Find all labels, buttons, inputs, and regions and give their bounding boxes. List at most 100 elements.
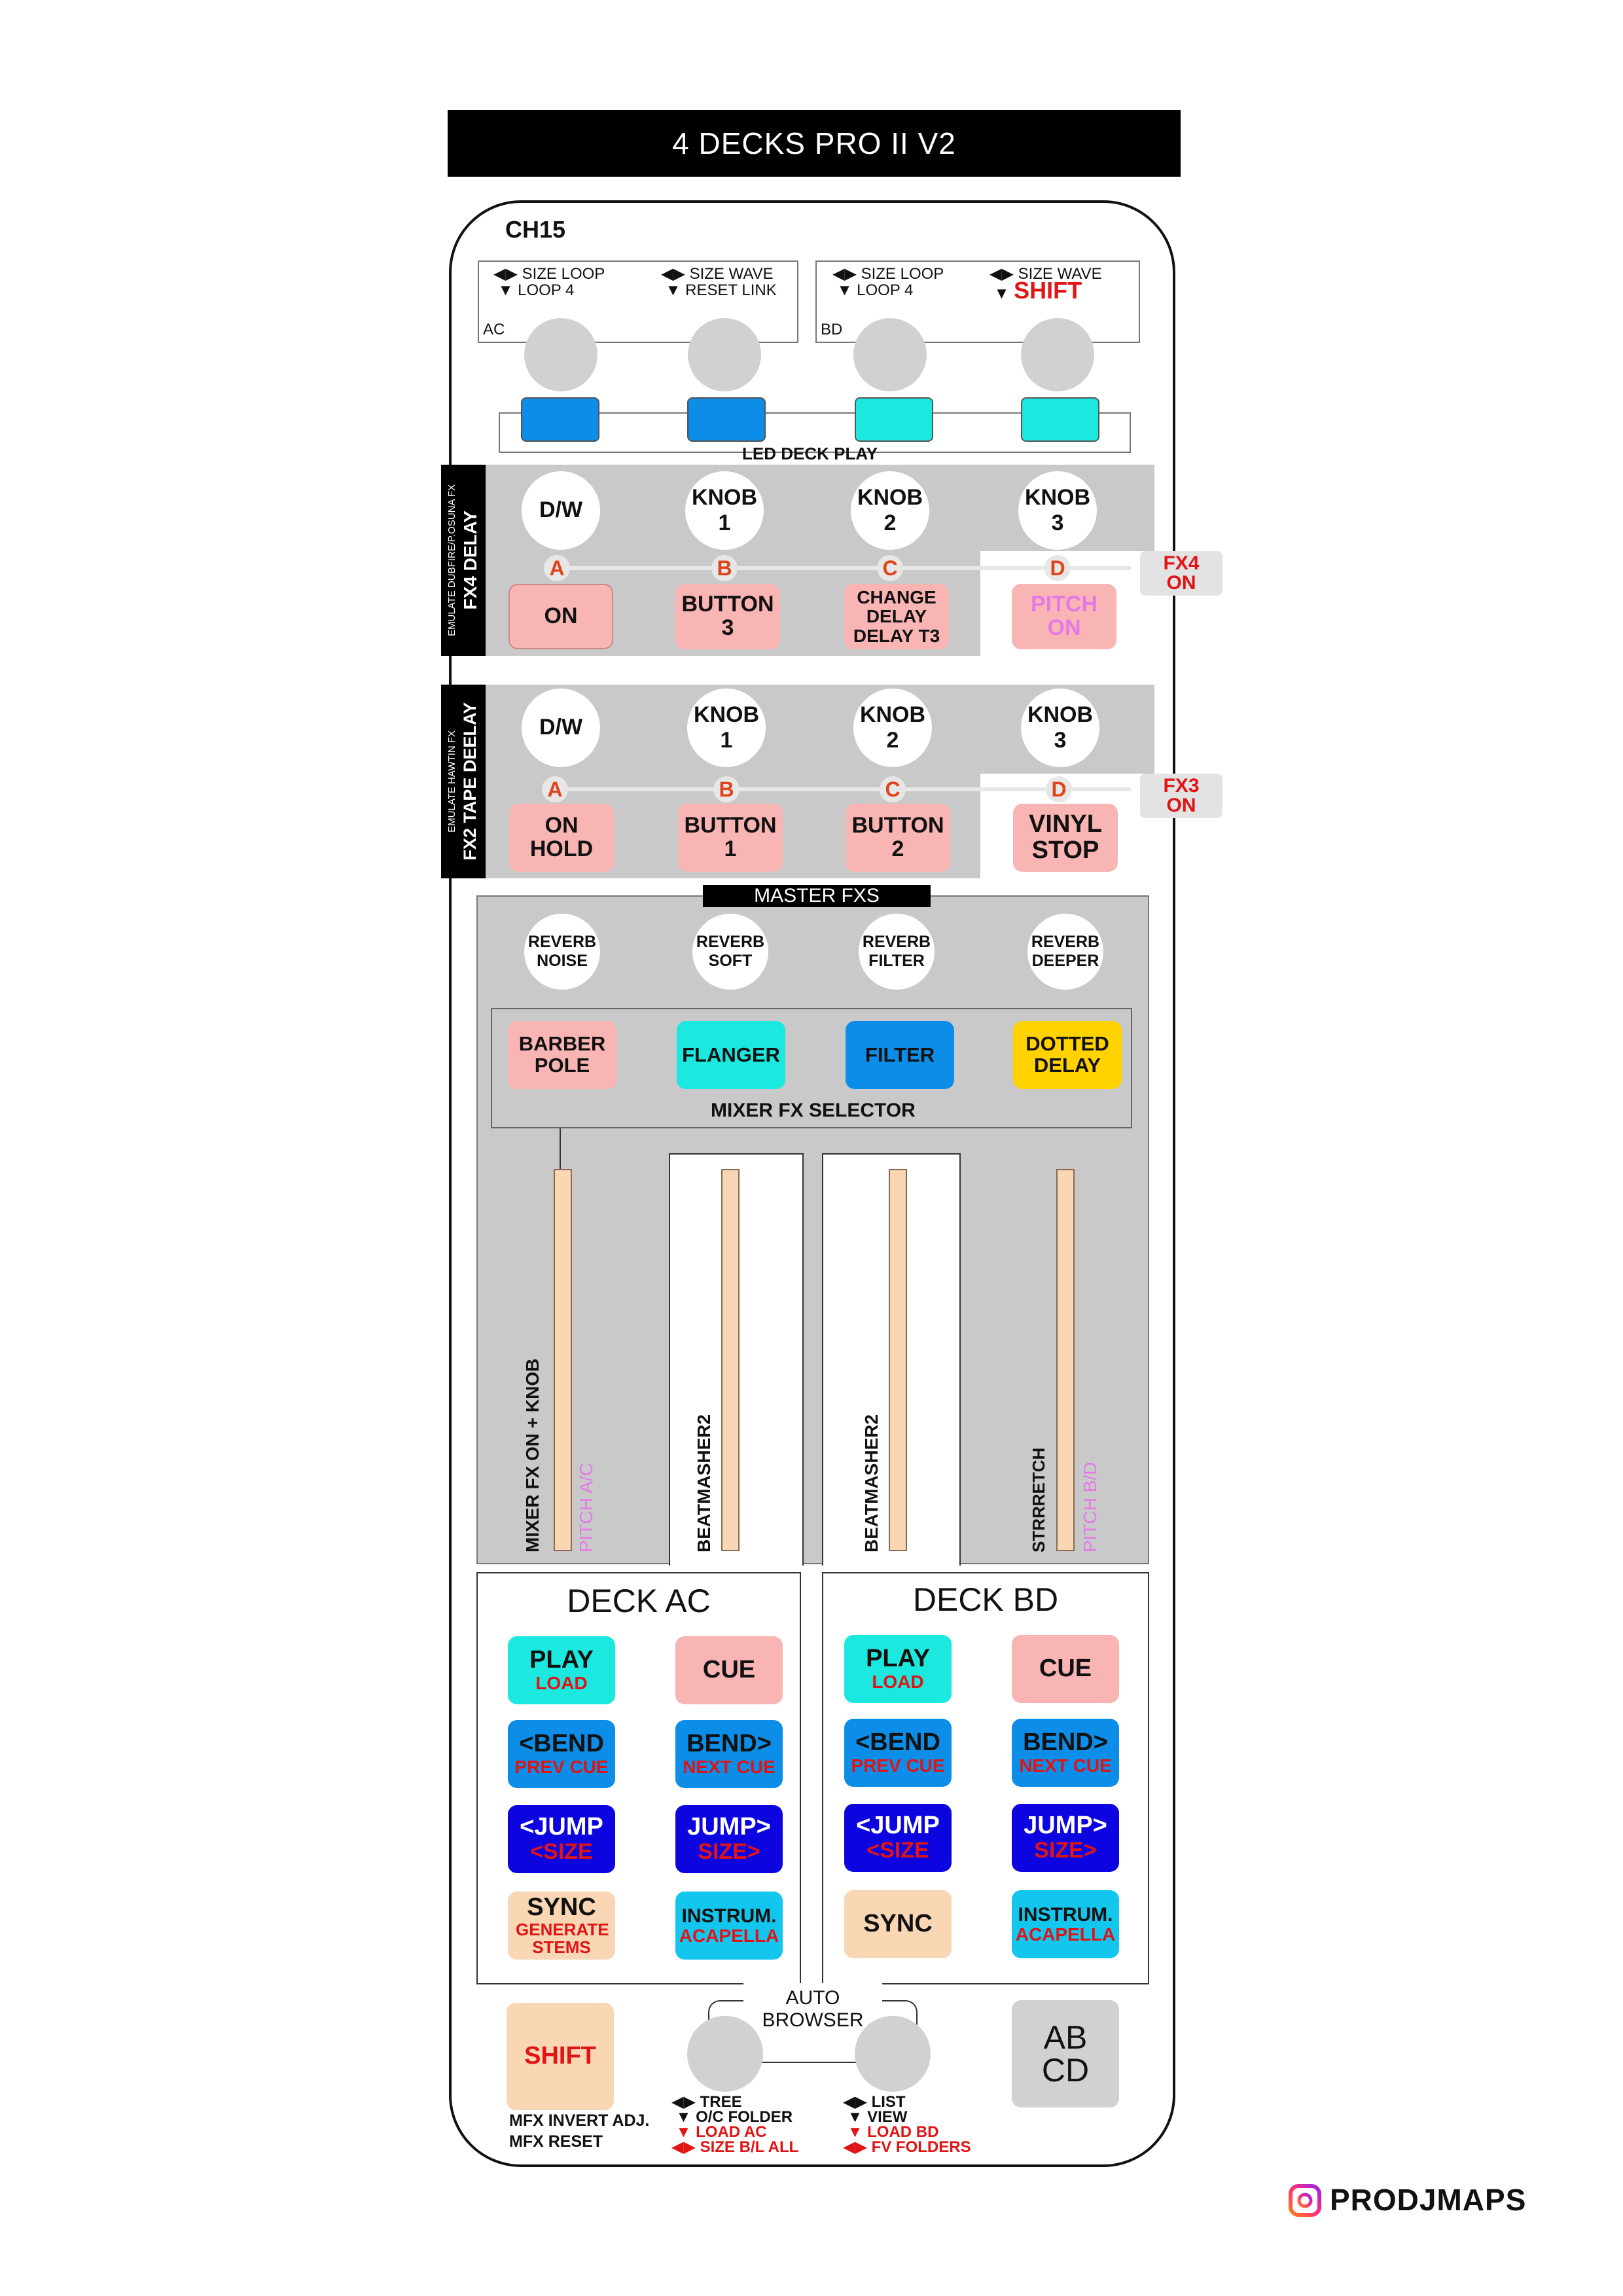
master-panel [476, 895, 1149, 1564]
deck-ac-title: DECK AC [567, 1583, 711, 1619]
fx4-letter-a: A [544, 555, 570, 581]
arrow-down-icon: ▼ [665, 281, 681, 299]
filter-button[interactable]: FILTER [846, 1021, 954, 1089]
deck-bd-play-button[interactable]: PLAY LOAD [844, 1635, 952, 1703]
encoder-3-notes: ◀▶ SIZE LOOP ▼ LOOP 4 [832, 265, 944, 299]
bd-label: BD [821, 321, 843, 338]
page-title: 4 DECKS PRO II V2 [672, 126, 956, 160]
deck-ac-jump-right-button[interactable]: JUMP> SIZE> [675, 1805, 783, 1873]
arrows-lr-icon: ◀▶ [843, 2093, 867, 2111]
deck-ac-bend-left-button[interactable]: <BEND PREV CUE [508, 1720, 615, 1788]
encoder-3[interactable] [853, 318, 927, 391]
brand-name: PRODJMAPS [1330, 2183, 1527, 2217]
fx2-letter-a: A [542, 776, 568, 802]
fx4-on-button[interactable]: ON [508, 584, 613, 649]
arrows-lr-icon: ◀▶ [661, 265, 685, 283]
led-deck-c[interactable] [687, 397, 766, 442]
arrows-lr-icon: ◀▶ [832, 265, 857, 283]
deck-bd-bend-right-button[interactable]: BEND> NEXT CUE [1012, 1719, 1119, 1787]
encoder-4[interactable] [1021, 318, 1094, 391]
browser-left-notes: ◀▶ TREE ▼ O/C FOLDER ▼ LOAD AC ◀▶ SIZE B… [671, 2093, 799, 2156]
connector-line [560, 1128, 561, 1169]
fader-1-pitch: PITCH A/C [576, 1463, 596, 1552]
flanger-button[interactable]: FLANGER [677, 1021, 785, 1089]
shift-notes: MFX INVERT ADJ. MFX RESET [509, 2111, 650, 2151]
arrows-lr-icon: ◀▶ [671, 2138, 696, 2156]
fx4-letter-d: D [1044, 555, 1071, 581]
fader-2[interactable] [721, 1169, 740, 1551]
deck-bd-sync-button[interactable]: SYNC [844, 1890, 952, 1958]
arrow-down-icon: ▼ [847, 2108, 863, 2126]
deck-ac-cue-button[interactable]: CUE [675, 1636, 783, 1704]
deck-ac-instrum-button[interactable]: INSTRUM. ACAPELLA [675, 1892, 783, 1960]
browser-encoder-left[interactable] [687, 2016, 763, 2092]
deck-bd-bend-left-button[interactable]: <BEND PREV CUE [844, 1719, 952, 1787]
deck-ac-play-button[interactable]: PLAY LOAD [508, 1636, 615, 1704]
prodjmaps-logo-icon [1289, 2184, 1321, 2217]
fx4-letter-b: B [711, 555, 738, 581]
fx2-letter-c: C [880, 776, 906, 802]
browser-label: AUTO BROWSER [743, 1983, 882, 2036]
deck-bd-cue-button[interactable]: CUE [1012, 1635, 1119, 1703]
abcd-button[interactable]: AB CD [1012, 2000, 1119, 2108]
led-label: LED DECK PLAY [742, 444, 878, 463]
browser-encoder-right[interactable] [855, 2016, 931, 2092]
fx4-knob-dw[interactable]: D/W [522, 471, 600, 550]
encoder-1-notes: ◀▶ SIZE LOOP ▼ LOOP 4 [493, 265, 605, 299]
fader-1-label: MIXER FX ON + KNOB [522, 1358, 543, 1552]
led-deck-b[interactable] [855, 397, 933, 442]
deck-bd-jump-left-button[interactable]: <JUMP <SIZE [844, 1804, 952, 1872]
fader-4-label: STRRRETCH [1029, 1447, 1048, 1552]
fader-4[interactable] [1056, 1169, 1075, 1551]
master-title: MASTER FXS [703, 885, 931, 907]
fx4-side-label: EMULATE DUBFIRE/P.OSUNA FX FX4 DELAY [441, 465, 486, 656]
ac-encoder-box [478, 260, 798, 343]
fader-3[interactable] [889, 1169, 907, 1551]
shift-button[interactable]: SHIFT [507, 2003, 614, 2110]
led-deck-d[interactable] [1021, 397, 1099, 442]
bd-encoder-box [815, 260, 1140, 343]
title-bar: 4 DECKS PRO II V2 [448, 110, 1181, 177]
deck-ac-bend-right-button[interactable]: BEND> NEXT CUE [675, 1720, 783, 1788]
deck-bd-jump-right-button[interactable]: JUMP> SIZE> [1012, 1804, 1119, 1872]
deck-bd-title: DECK BD [912, 1581, 1059, 1618]
fader-1[interactable] [554, 1169, 572, 1551]
mixer-fx-selector-box [491, 1008, 1132, 1128]
fx4-letter-line [555, 566, 1131, 570]
arrow-down-icon: ▼ [497, 281, 514, 299]
fx4-letter-c: C [877, 555, 903, 581]
led-deck-a[interactable] [521, 397, 599, 442]
arrow-down-icon: ▼ [836, 281, 853, 299]
fx2-letter-d: D [1046, 776, 1072, 802]
encoder-1[interactable] [524, 318, 597, 391]
encoder-2[interactable] [688, 318, 761, 391]
fader-3-label: BEATMASHER2 [861, 1414, 882, 1552]
deck-ac-jump-left-button[interactable]: <JUMP <SIZE [508, 1805, 615, 1873]
mixer-fx-selector-label: MIXER FX SELECTOR [711, 1100, 916, 1121]
fx2-knob-dw[interactable]: D/W [522, 689, 600, 767]
arrow-down-icon: ▼ [847, 2123, 863, 2141]
deck-bd-instrum-button[interactable]: INSTRUM. ACAPELLA [1012, 1890, 1119, 1958]
deck-ac-sync-button[interactable]: SYNC GENERATE STEMS [508, 1892, 615, 1960]
